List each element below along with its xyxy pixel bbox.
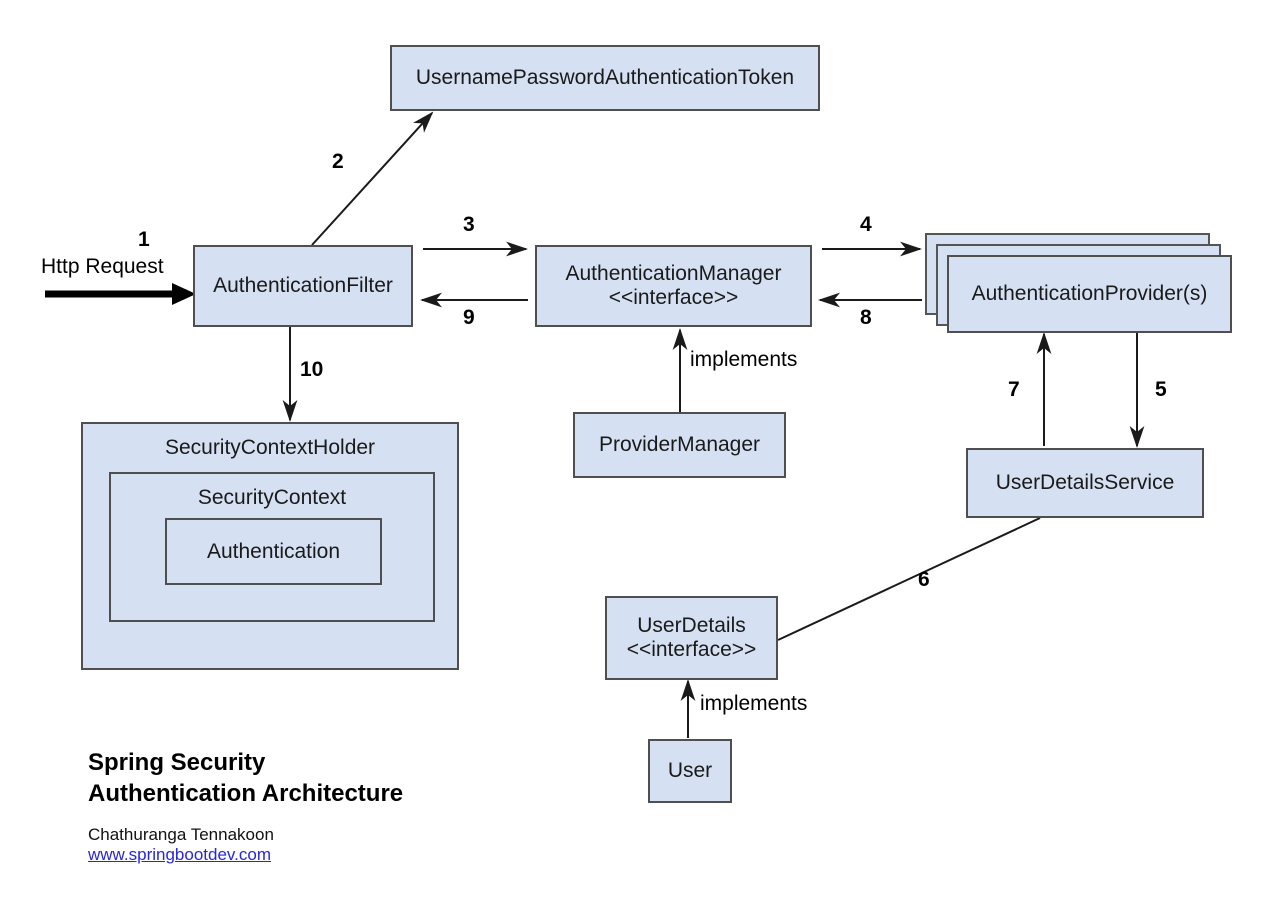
website-link[interactable]: www.springbootdev.com xyxy=(88,845,271,865)
node-authentication-filter[interactable]: AuthenticationFilter xyxy=(193,245,413,327)
author-name: Chathuranga Tennakoon xyxy=(88,825,274,845)
node-user-details-service[interactable]: UserDetailsService xyxy=(966,448,1204,518)
step-number-7: 7 xyxy=(1008,378,1020,401)
step-number-9: 9 xyxy=(463,306,475,329)
title-block: Spring Security Authentication Architect… xyxy=(88,748,608,865)
step-number-1: 1 xyxy=(138,228,150,251)
implements-label-provider-manager: implements xyxy=(690,348,798,371)
line-6-userdetailsservice-to-userdetails xyxy=(777,517,1041,641)
node-authentication-providers[interactable]: AuthenticationProvider(s) xyxy=(947,255,1232,333)
http-request-label: Http Request xyxy=(41,255,164,278)
page-title-line1: Spring Security xyxy=(88,749,266,776)
security-context-label: SecurityContext xyxy=(197,486,347,509)
step-number-4: 4 xyxy=(860,213,872,236)
node-user[interactable]: User xyxy=(648,739,732,803)
node-user-details[interactable]: UserDetails <<interface>> xyxy=(605,596,778,680)
node-security-context[interactable]: SecurityContext Authentication xyxy=(109,472,435,622)
step-number-10: 10 xyxy=(300,358,324,381)
step-number-2: 2 xyxy=(332,150,344,173)
step-number-6: 6 xyxy=(918,568,930,591)
step-number-3: 3 xyxy=(463,213,475,236)
node-provider-manager[interactable]: ProviderManager xyxy=(573,412,786,478)
step-number-5: 5 xyxy=(1155,378,1167,401)
step-number-8: 8 xyxy=(860,306,872,329)
arrow-2-create-token xyxy=(311,111,434,246)
node-authentication[interactable]: Authentication xyxy=(165,518,382,585)
page-title-line2: Authentication Architecture xyxy=(88,779,404,807)
node-authentication-manager[interactable]: AuthenticationManager <<interface>> xyxy=(535,245,812,327)
node-security-context-holder[interactable]: SecurityContextHolder SecurityContext Au… xyxy=(81,422,459,670)
node-username-password-authentication-token[interactable]: UsernamePasswordAuthenticationToken xyxy=(390,45,820,111)
arrow-1-http-request xyxy=(45,283,196,305)
implements-label-user: implements xyxy=(700,692,808,715)
security-context-holder-label: SecurityContextHolder xyxy=(164,436,376,459)
